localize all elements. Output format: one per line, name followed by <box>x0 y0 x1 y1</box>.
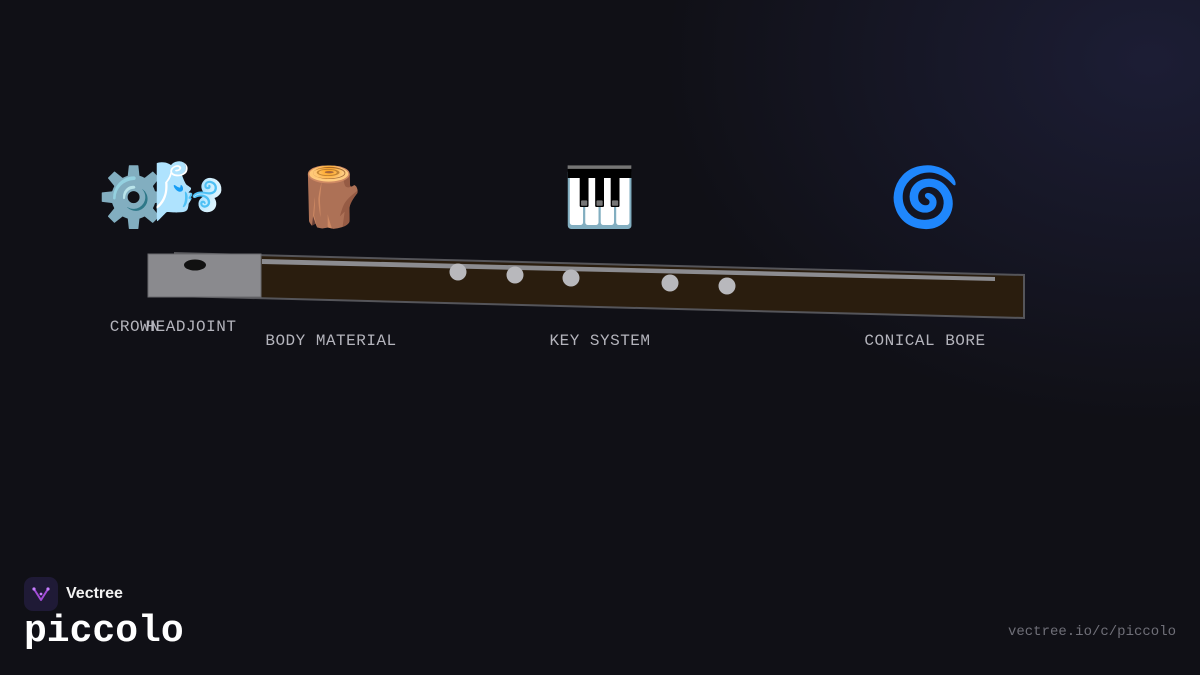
brand: Vectree <box>24 577 123 611</box>
key-rod <box>262 259 995 281</box>
embouchure-hole <box>184 259 206 271</box>
gear-icon: ⚙️ <box>97 163 171 231</box>
headjoint-section <box>147 253 262 298</box>
part-label-conical-bore: CONICAL BORE <box>864 332 986 350</box>
part-label-body-material: BODY MATERIAL <box>265 332 397 350</box>
part-label-crown: CROWN <box>109 318 161 336</box>
piano-keys-icon: 🎹 <box>563 163 637 231</box>
cyclone-icon: 🌀 <box>888 163 962 231</box>
page-title: piccolo <box>24 610 184 653</box>
tone-hole-key <box>661 274 679 292</box>
part-label-key-system: KEY SYSTEM <box>549 332 651 350</box>
piccolo-instrument <box>147 251 1025 320</box>
tone-hole-key <box>562 269 580 287</box>
vectree-logo-icon <box>24 577 58 611</box>
source-url[interactable]: vectree.io/c/piccolo <box>1007 624 1176 640</box>
tone-hole-key <box>506 266 524 284</box>
wind-face-icon: 🌬️ <box>152 157 226 225</box>
tone-hole-key <box>718 277 736 295</box>
tone-hole-key <box>449 263 467 281</box>
brand-name: Vectree <box>66 585 123 602</box>
part-label-headjoint: HEADJOINT <box>145 318 237 336</box>
wood-log-icon: 🪵 <box>294 163 368 231</box>
